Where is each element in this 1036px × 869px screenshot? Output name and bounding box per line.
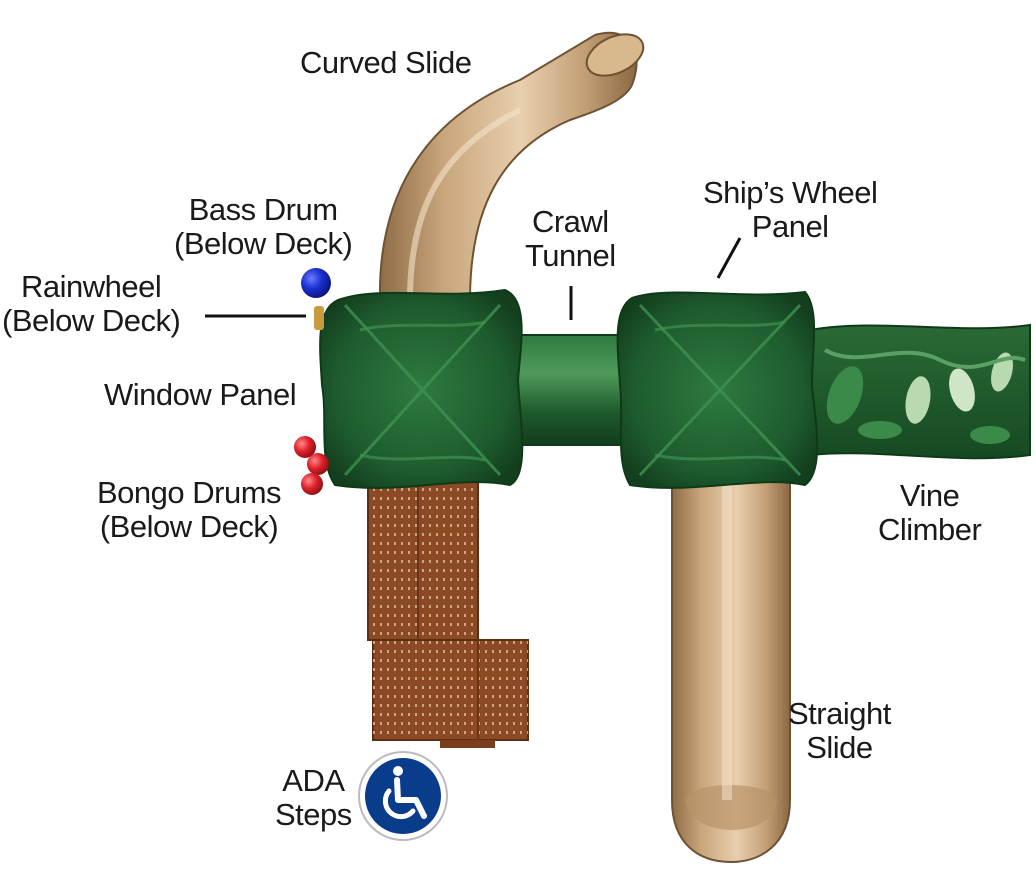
label-rainwheel: Rainwheel (Below Deck) xyxy=(2,269,181,338)
bass-drum-line1: Bass Drum xyxy=(188,192,338,227)
window-panel-text: Window Panel xyxy=(104,377,297,412)
label-window-panel: Window Panel xyxy=(104,377,297,412)
label-ada-steps: ADA Steps xyxy=(275,764,352,832)
label-bass-drum: Bass Drum (Below Deck) xyxy=(174,192,353,261)
crawl-tunnel-line2: Tunnel xyxy=(525,238,616,273)
bongo-drums xyxy=(294,436,329,495)
wheelchair-icon xyxy=(358,751,448,841)
bass-drum-line2: (Below Deck) xyxy=(174,226,353,261)
crawl-tunnel xyxy=(514,334,631,446)
rainwheel-line2: (Below Deck) xyxy=(2,303,181,338)
bongo-drums-line1: Bongo Drums xyxy=(97,475,282,510)
bass-drum xyxy=(301,268,331,298)
vine-climber-line1: Vine xyxy=(899,478,960,513)
straight-slide xyxy=(671,469,791,864)
vine-climber-line2: Climber xyxy=(878,512,982,547)
curved-slide-text: Curved Slide xyxy=(300,45,472,80)
label-ships-wheel-panel: Ship’s Wheel Panel xyxy=(703,175,878,244)
vine-climber xyxy=(809,323,1031,460)
ships-wheel-leader-line xyxy=(716,237,742,279)
straight-slide-line1: Straight xyxy=(788,696,891,731)
ada-steps-platform xyxy=(367,469,529,748)
label-bongo-drums: Bongo Drums (Below Deck) xyxy=(97,475,282,544)
crawl-tunnel-line1: Crawl xyxy=(531,204,609,239)
ships-wheel-line1: Ship’s Wheel xyxy=(703,175,878,210)
ada-steps-line2: Steps xyxy=(275,797,352,832)
bongo-drums-line2: (Below Deck) xyxy=(99,509,279,544)
rainwheel-line1: Rainwheel xyxy=(21,269,162,304)
label-curved-slide: Curved Slide xyxy=(300,45,472,80)
label-straight-slide: Straight Slide xyxy=(788,697,891,765)
curved-slide xyxy=(378,31,645,301)
label-crawl-tunnel: Crawl Tunnel xyxy=(525,205,616,273)
right-deck xyxy=(616,290,819,489)
ships-wheel-line2: Panel xyxy=(751,209,829,244)
ada-steps-line1: ADA xyxy=(282,763,345,798)
straight-slide-line2: Slide xyxy=(806,730,873,765)
label-vine-climber: Vine Climber xyxy=(878,478,982,547)
left-deck xyxy=(319,288,524,489)
rainwheel xyxy=(314,306,324,330)
